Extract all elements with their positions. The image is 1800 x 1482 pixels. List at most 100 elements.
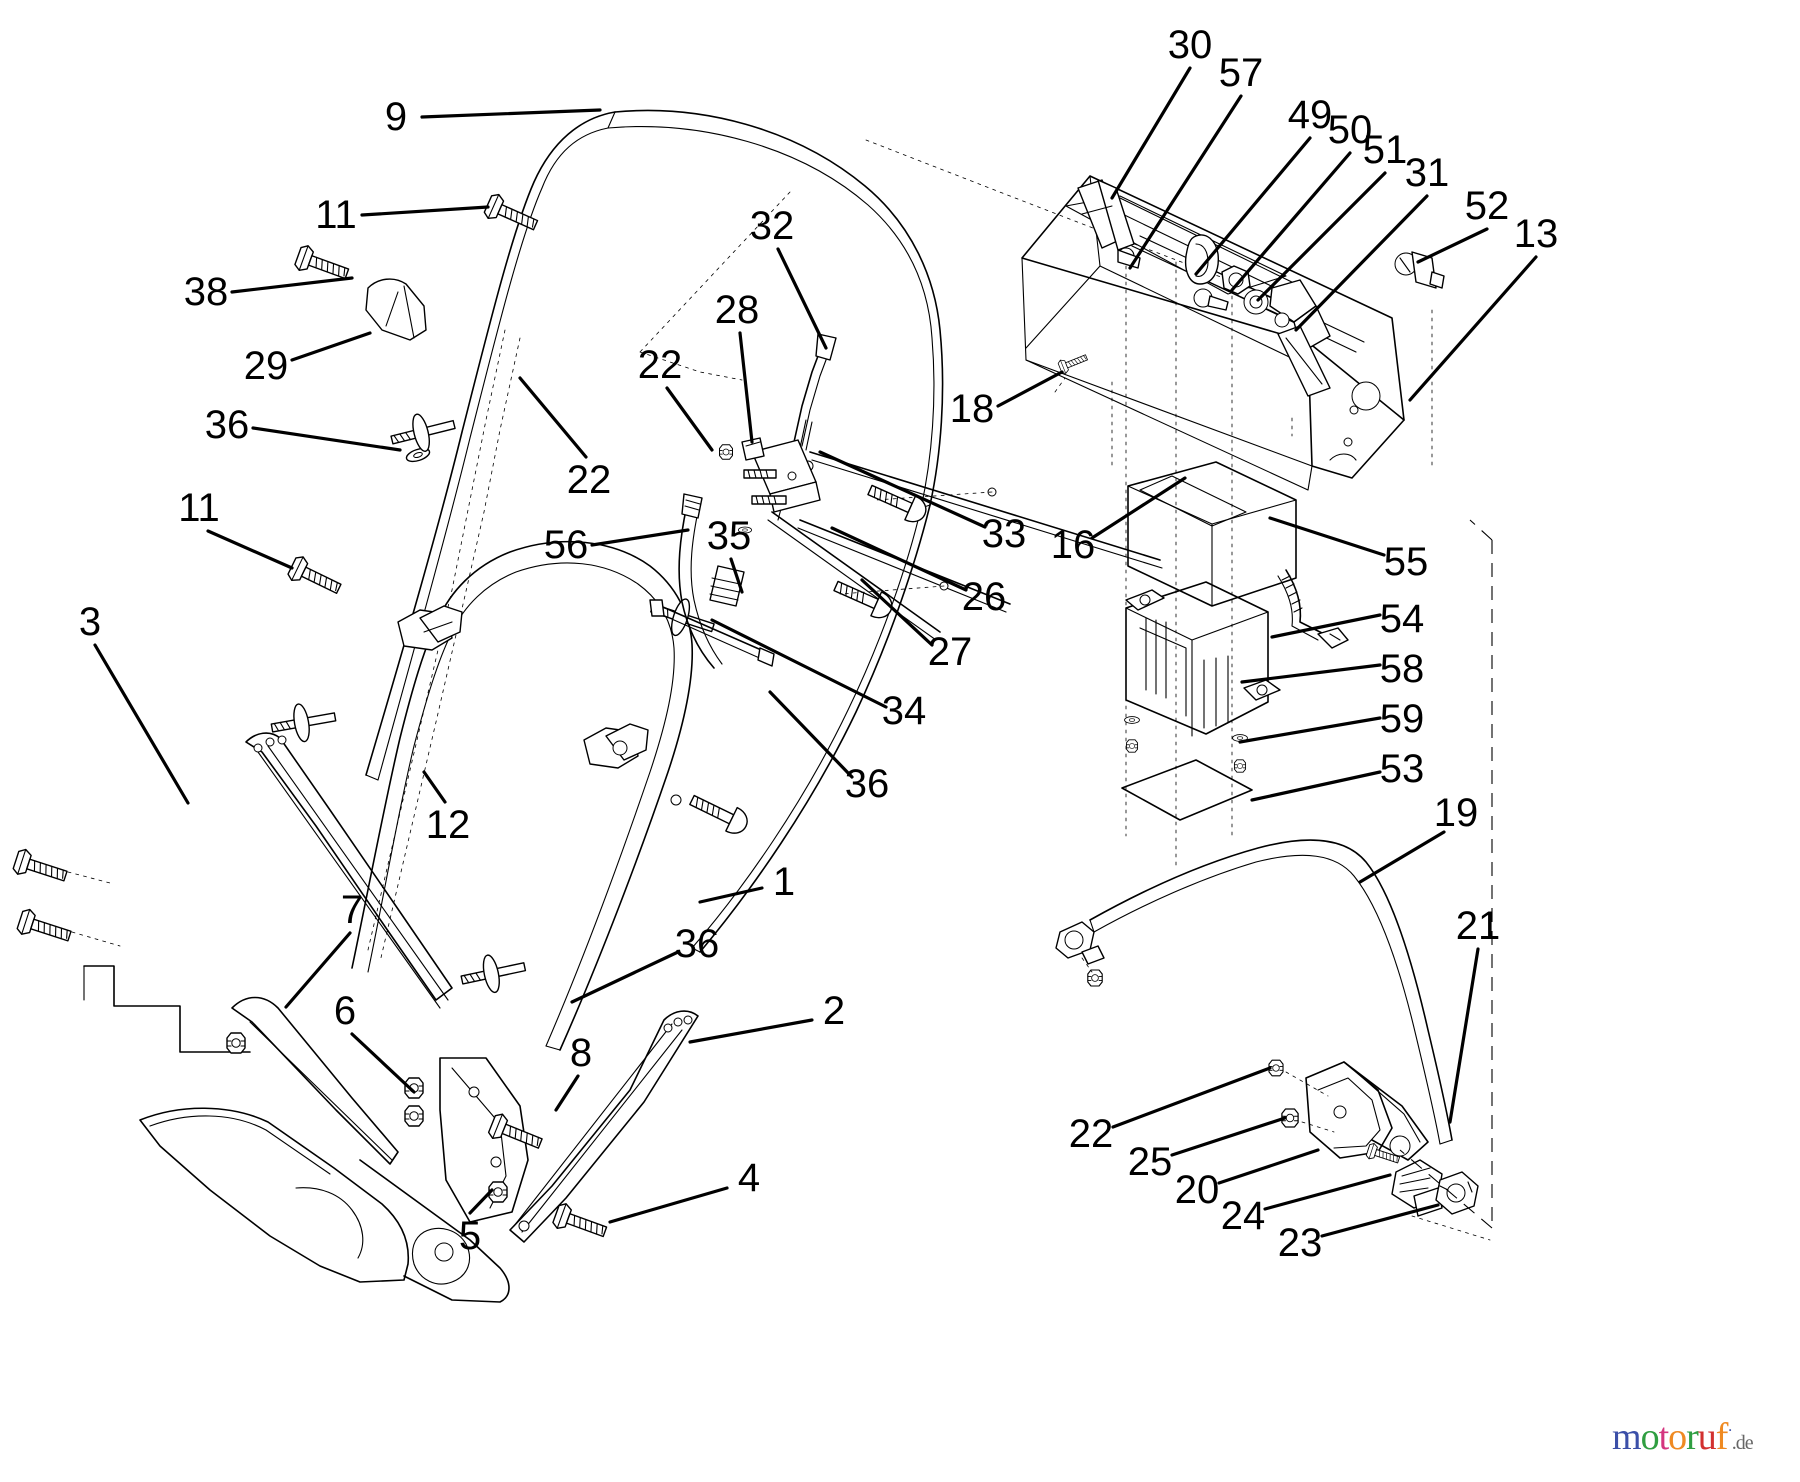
callout-number-6: 6 [333,989,357,1033]
console-group [1021,175,1445,491]
key-switch-52 [1394,251,1445,289]
assembly-guide-lines [367,139,1433,963]
leader-line-16 [1090,476,1187,540]
callout-number-38: 38 [183,270,229,314]
leader-line-11 [206,529,294,570]
callout-number-36: 36 [844,762,890,806]
leader-line-54 [1270,613,1382,639]
leader-line-19 [1358,830,1446,884]
leader-line-55 [1268,516,1386,557]
cable-end-24 [1391,1159,1443,1217]
leader-line-11 [360,205,490,217]
leader-line-31 [1294,194,1429,332]
watermark-suffix: .de [1731,1432,1754,1454]
leader-line-30 [1110,66,1192,200]
callout-number-58: 58 [1379,647,1425,691]
leader-line-50 [1230,151,1352,292]
callout-number-49: 49 [1287,93,1333,137]
callout-number-26: 26 [961,575,1007,619]
leader-line-18 [996,370,1064,408]
motoruf-watermark: motoruf·.de [1612,1416,1754,1458]
callout-number-35: 35 [706,514,752,558]
right-handle-group [1055,519,1493,1241]
leader-line-36 [251,426,402,452]
leader-line-59 [1238,716,1382,744]
leader-line-27 [860,578,934,647]
callout-number-24: 24 [1220,1194,1266,1238]
watermark-letter: m [1612,1416,1642,1458]
leader-line-13 [1408,255,1538,402]
callout-number-8: 8 [569,1031,593,1075]
callout-number-57: 57 [1218,51,1264,95]
callout-number-12: 12 [425,803,471,847]
leader-line-1 [698,886,764,904]
leader-line-57 [1128,94,1243,270]
leader-line-24 [1263,1173,1392,1211]
cable-clamp-12 [397,605,463,651]
lower-handle-bar-group [351,540,694,1051]
callout-number-59: 59 [1379,697,1425,741]
leader-line-22 [1111,1066,1272,1129]
handle-grip-29 [365,278,427,341]
battery-group [1121,461,1349,821]
leader-line-25 [1170,1116,1287,1157]
callout-number-5: 5 [458,1214,482,1258]
leader-line-53 [1250,770,1382,802]
callout-number-50: 50 [1327,108,1373,152]
leader-line-23 [1320,1203,1440,1238]
callout-number-29: 29 [243,344,289,388]
upper-handle-bar-group [365,109,944,953]
leader-line-26 [830,526,968,592]
callout-number-54: 54 [1379,597,1425,641]
callout-number-11: 11 [315,193,357,237]
left-handle-bracket-group [83,732,699,1303]
callout-number-11: 11 [178,486,220,530]
callout-number-33: 33 [981,512,1027,556]
callout-number-28: 28 [714,288,760,332]
callout-number-20: 20 [1174,1168,1220,1212]
callout-number-32: 32 [749,204,795,248]
callout-number-21: 21 [1455,904,1501,948]
leader-line-36 [570,950,680,1004]
callout-number-36: 36 [674,922,720,966]
callout-number-27: 27 [927,630,973,674]
watermark-letter: u [1697,1416,1717,1458]
callout-number-22: 22 [1068,1112,1114,1156]
callout-number-52: 52 [1464,184,1510,228]
watermark-letter: o [1640,1416,1660,1458]
callout-number-19: 19 [1433,791,1479,835]
leader-line-56 [590,528,690,547]
callout-number-25: 25 [1127,1140,1173,1184]
leader-line-28 [738,331,754,444]
callout-number-22: 22 [566,458,612,502]
leader-line-2 [688,1018,814,1044]
leader-line-22 [518,376,588,459]
handle-knob [583,723,649,769]
callout-number-36: 36 [204,403,250,447]
leader-line-3 [93,643,190,805]
callout-number-51: 51 [1362,128,1408,172]
leader-line-32 [776,247,828,350]
leader-line-12 [422,770,447,804]
callout-number-16: 16 [1050,523,1096,567]
callout-number-7: 7 [340,888,364,932]
leader-line-21 [1448,947,1480,1124]
callout-number-9: 9 [384,95,408,139]
leader-line-51 [1256,171,1387,302]
leader-line-36 [768,690,854,779]
leader-line-9 [420,108,602,119]
watermark-letter: f [1715,1416,1729,1458]
leader-line-8 [554,1074,580,1112]
watermark-letter: t [1658,1416,1670,1458]
watermark-dot: · [1727,1422,1732,1440]
callout-number-55: 55 [1383,540,1429,584]
callout-number-30: 30 [1167,23,1213,67]
callout-number-23: 23 [1277,1221,1323,1265]
leader-line-4 [608,1186,729,1224]
left-fasteners [11,191,720,1245]
callout-number-31: 31 [1404,151,1450,195]
center-control-group [649,333,1163,839]
leader-line-38 [230,276,354,294]
